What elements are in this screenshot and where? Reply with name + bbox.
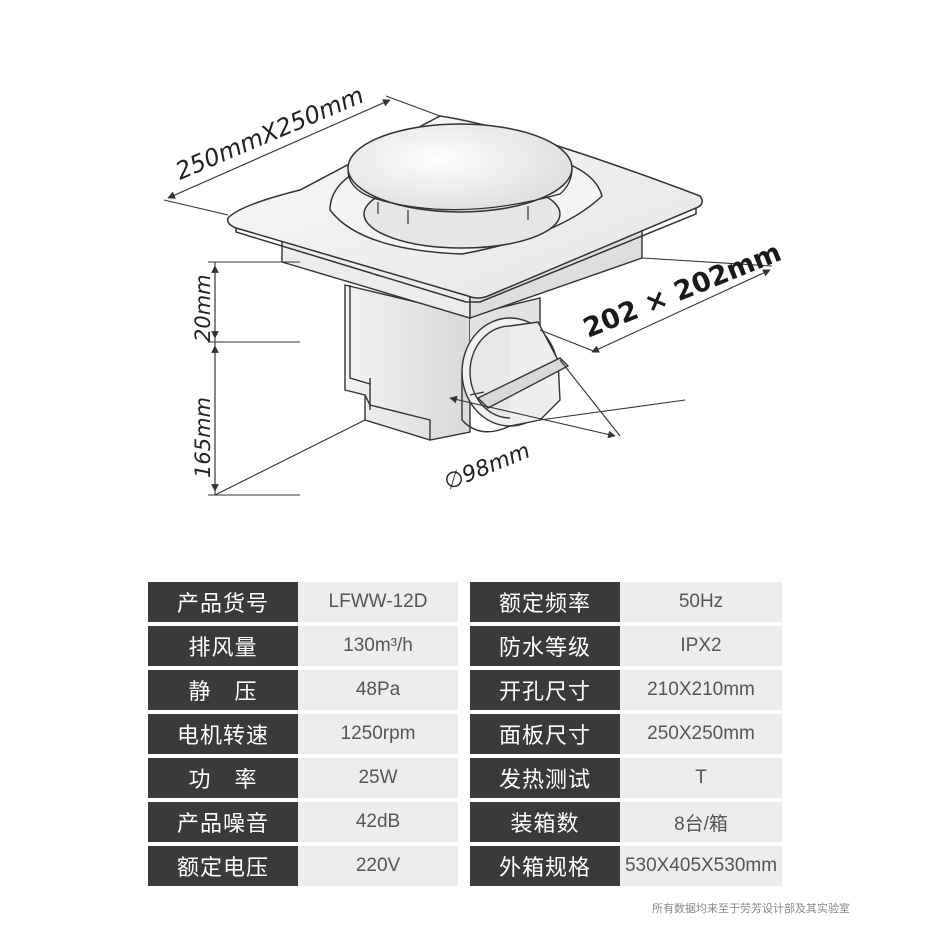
spec-value: 210X210mm [620,670,782,710]
spec-value: 530X405X530mm [620,846,782,886]
spec-key: 额定电压 [148,846,298,886]
spec-key: 发热测试 [470,758,620,798]
spec-key: 排风量 [148,626,298,666]
spec-key: 外箱规格 [470,846,620,886]
spec-gap [458,714,470,754]
spec-value: T [620,758,782,798]
spec-gap [458,670,470,710]
spec-key: 防水等级 [470,626,620,666]
spec-key: 面板尺寸 [470,714,620,754]
spec-key: 装箱数 [470,802,620,842]
spec-value: 42dB [298,802,458,842]
spec-key: 产品噪音 [148,802,298,842]
spec-key: 静 压 [148,670,298,710]
spec-value: 130m³/h [298,626,458,666]
spec-value: IPX2 [620,626,782,666]
dimension-lines [163,95,773,496]
spec-value: 50Hz [620,582,782,622]
spec-gap [458,846,470,886]
spec-value: LFWW-12D [298,582,458,622]
spec-key: 开孔尺寸 [470,670,620,710]
spec-gap [458,582,470,622]
spec-value: 1250rpm [298,714,458,754]
spec-value: 48Pa [298,670,458,710]
height-top-label: 20mm [191,274,215,342]
product-dimension-drawing: 250mmX250mm 202 × 202mm 20mm 165mm ∅98mm [163,81,786,496]
spec-key: 额定频率 [470,582,620,622]
spec-value: 8台/箱 [620,802,782,842]
spec-value: 25W [298,758,458,798]
spec-key: 电机转速 [148,714,298,754]
spec-key: 产品货号 [148,582,298,622]
spec-key: 功 率 [148,758,298,798]
spec-value: 250X250mm [620,714,782,754]
spec-value: 220V [298,846,458,886]
spec-gap [458,758,470,798]
height-body-label: 165mm [191,397,215,478]
face-panel [226,115,703,303]
footnote: 所有数据均来至于劳芳设计部及其实验室 [652,902,850,915]
duct-diameter-label: ∅98mm [441,439,534,496]
spec-gap [458,626,470,666]
spec-gap [458,802,470,842]
